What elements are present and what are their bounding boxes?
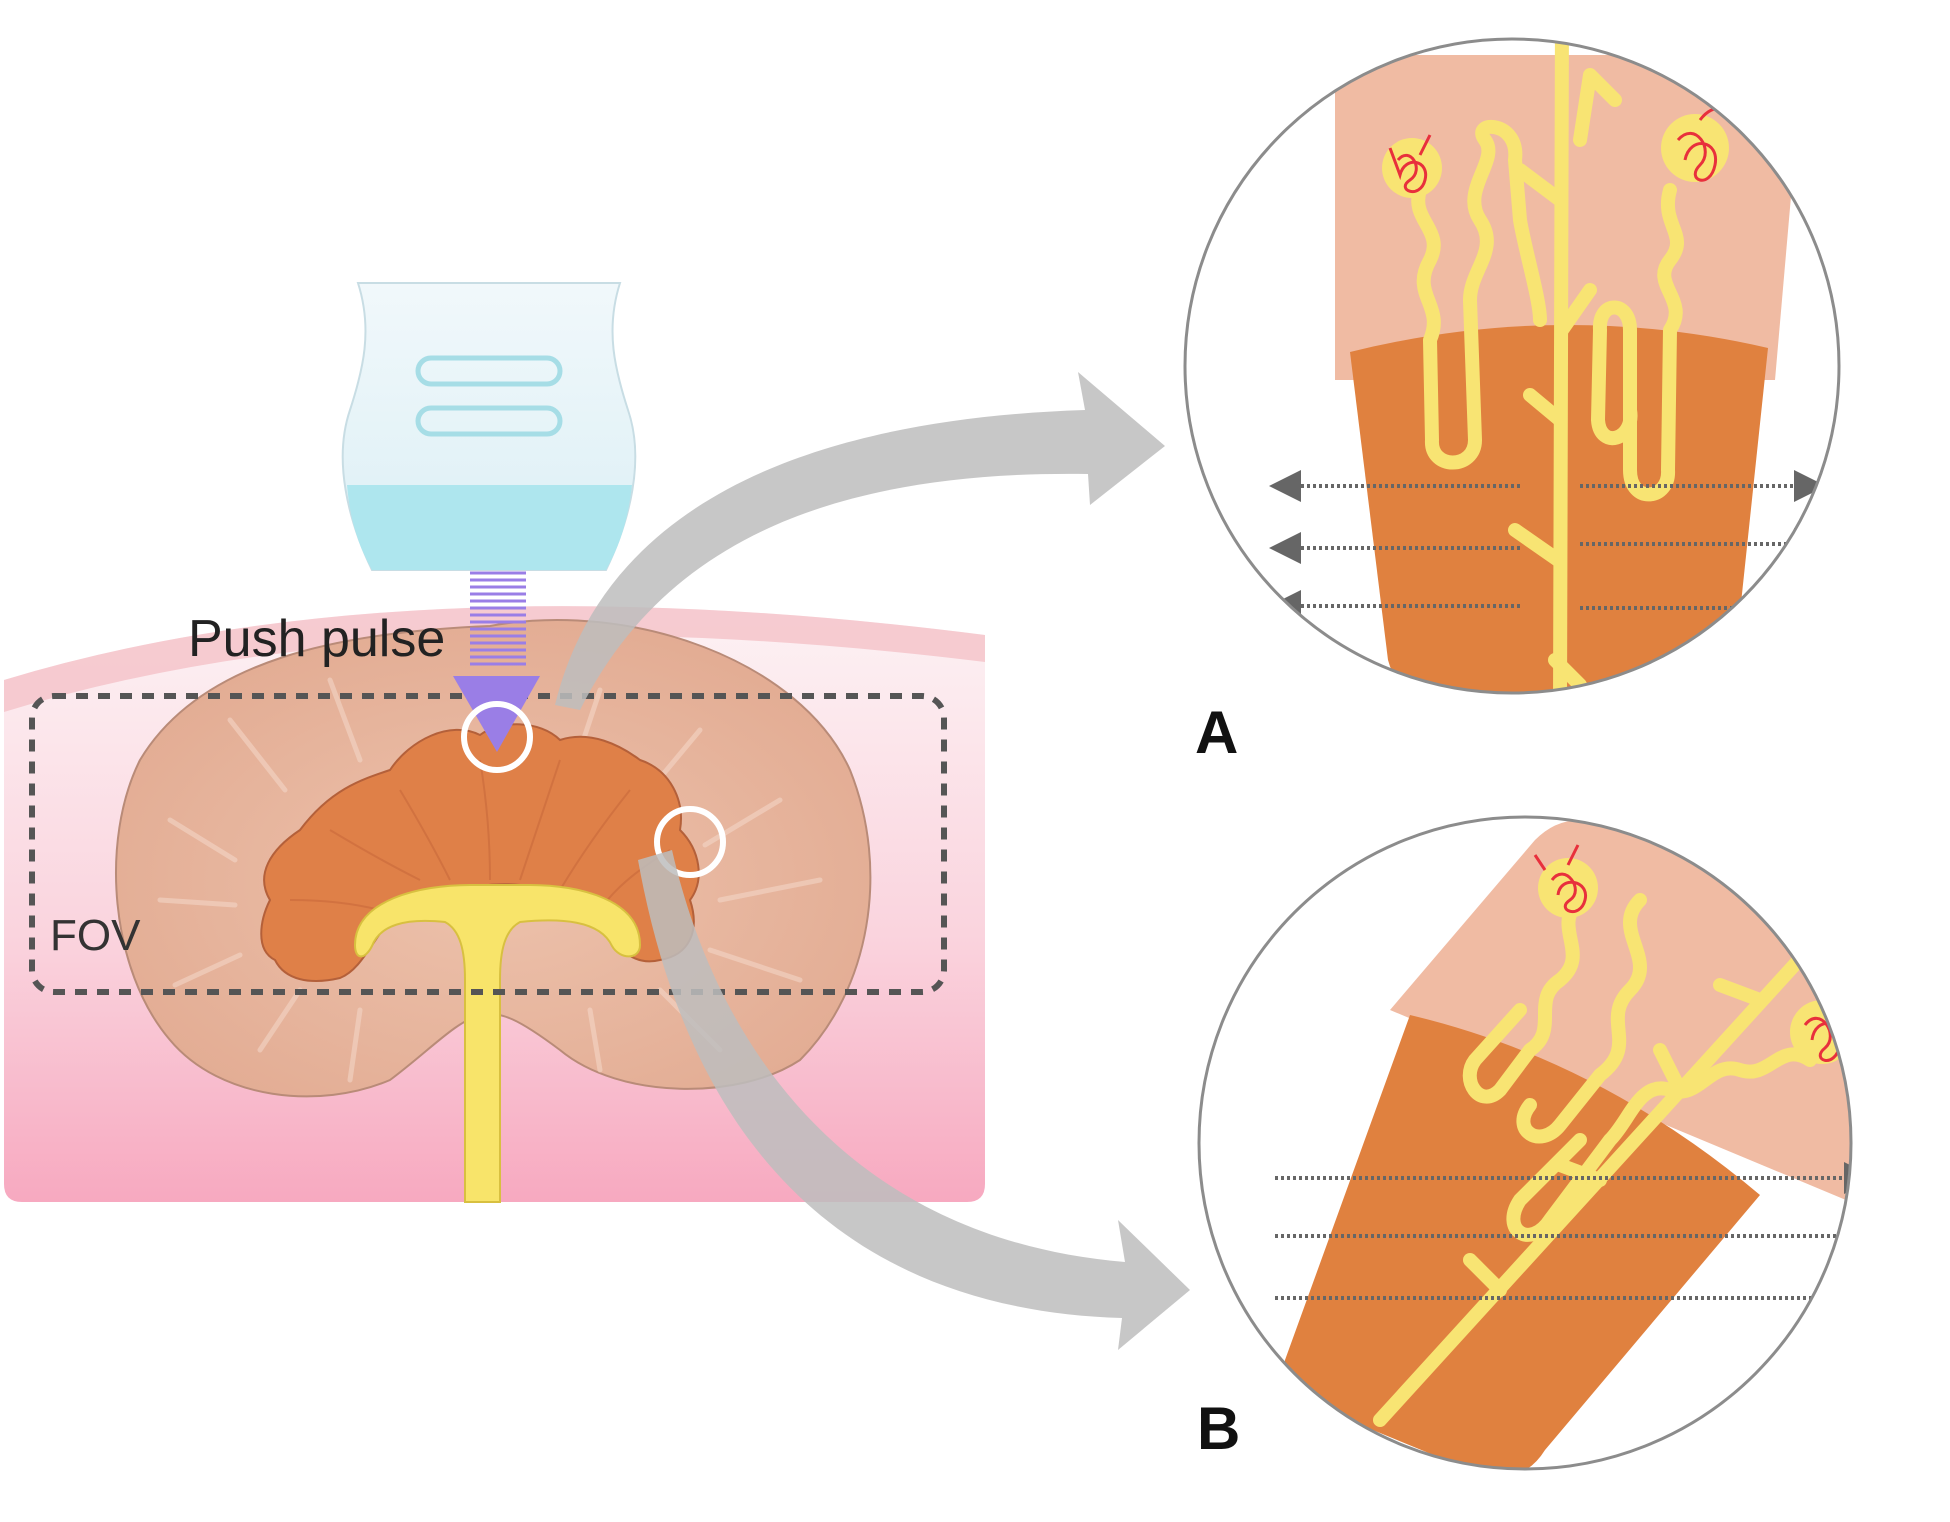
panel-a-tubules	[1411, 39, 1684, 693]
panel-a-shear-wave-arrows	[1269, 470, 1826, 624]
curved-arrow-to-a	[555, 372, 1165, 710]
panel-a-glomerulus-right	[1661, 114, 1729, 182]
transducer-gel-layer	[347, 485, 632, 570]
sample-region-a-circle	[461, 701, 533, 773]
panel-a-label: A	[1195, 699, 1238, 766]
curved-arrow-to-b	[638, 850, 1190, 1350]
push-pulse-arrow	[453, 571, 540, 752]
panel-b-shear-wave-arrows	[1275, 1162, 1851, 1314]
panel-b-magnified-view	[1197, 815, 1853, 1471]
renal-pelvis-ureter	[353, 884, 642, 1203]
transducer-grip-line-1	[415, 355, 563, 387]
panel-b-label: B	[1197, 1395, 1240, 1462]
ultrasound-transducer	[341, 282, 637, 571]
sample-region-b-circle	[654, 806, 726, 878]
push-pulse-label: Push pulse	[188, 610, 445, 668]
fov-label: FOV	[50, 911, 141, 960]
panel-a-magnified-view	[1183, 37, 1841, 695]
transducer-grip-line-2	[415, 405, 563, 437]
panel-a-glomerulus-left	[1382, 138, 1442, 198]
cortex-striations	[157, 677, 823, 1083]
